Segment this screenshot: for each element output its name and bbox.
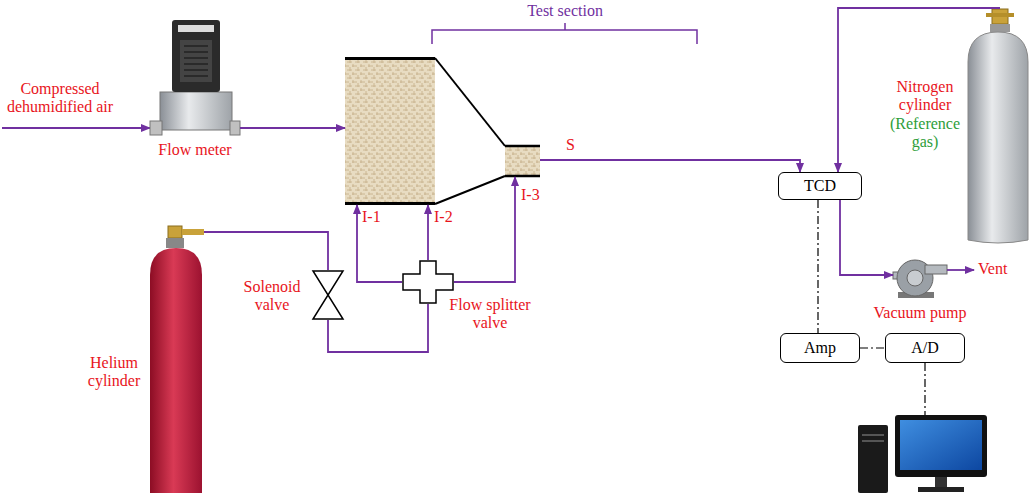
label-group: Test section xyxy=(505,2,625,20)
node-label: (Reference gas) xyxy=(886,115,964,152)
node-label: Amp xyxy=(804,339,836,357)
flow-splitter-symbol xyxy=(403,261,453,303)
node-label: Helium cylinder xyxy=(82,354,146,391)
flow-line xyxy=(204,232,328,270)
inlet-label: Compressed dehumidified air xyxy=(4,80,116,117)
flow-line xyxy=(357,205,402,282)
flow-line xyxy=(817,200,818,333)
outlet-label: Vent xyxy=(978,260,1030,278)
label-group: Vacuum pump xyxy=(865,304,975,322)
node-label: A/D xyxy=(911,339,939,357)
port-label: I-2 xyxy=(434,208,453,226)
nitrogen-cylinder: Nitrogen cylinder(Reference gas) xyxy=(966,8,1028,245)
test-section-bracket xyxy=(432,23,697,44)
node-label: Flow splitter valve xyxy=(445,296,535,333)
flow-meter: Flow meter xyxy=(150,18,240,132)
node-label: TCD xyxy=(804,177,836,195)
label-group: Flow meter xyxy=(130,141,260,159)
helium-cylinder-symbol xyxy=(150,226,204,493)
node-label: Nitrogen cylinder xyxy=(886,78,964,115)
detector-box: TCD xyxy=(778,172,862,200)
flow-meter-symbol xyxy=(150,20,240,135)
label-group: Helium cylinder xyxy=(82,354,146,391)
computer-symbol xyxy=(858,415,987,493)
amplifier-box: Amp xyxy=(780,333,860,363)
node-label: Flow meter xyxy=(130,141,260,159)
flow-line xyxy=(540,160,800,172)
test-section-symbol xyxy=(345,57,540,205)
node-label: Test section xyxy=(505,2,625,20)
vacuum-pump: Vacuum pump xyxy=(893,252,947,298)
vacuum-pump-symbol xyxy=(893,260,947,298)
nitrogen-cylinder-symbol xyxy=(968,9,1028,243)
solenoid-valve-symbol xyxy=(313,271,343,319)
signal-line xyxy=(924,363,925,415)
flow-line xyxy=(328,304,428,352)
node-label: Solenoid valve xyxy=(236,278,308,315)
solenoid-valve: Solenoid valve xyxy=(312,270,344,320)
flow-line xyxy=(860,347,885,348)
flow-line xyxy=(240,127,345,129)
flow-line xyxy=(838,8,1000,172)
flow-line xyxy=(427,205,429,260)
flow-splitter-valve: Flow splitter valve xyxy=(402,260,454,304)
flow-line xyxy=(840,200,893,275)
label-group: Nitrogen cylinder(Reference gas) xyxy=(886,78,964,152)
vent-line xyxy=(947,269,974,271)
port-label: S xyxy=(566,136,575,154)
air-inlet-line xyxy=(2,127,150,129)
flow-line xyxy=(454,177,515,282)
port-label: I-3 xyxy=(521,186,540,204)
label-group: Flow splitter valve xyxy=(445,296,535,333)
port-label: I-1 xyxy=(362,208,381,226)
node-label: Vacuum pump xyxy=(865,304,975,322)
label-group: Solenoid valve xyxy=(236,278,308,315)
converter-box: A/D xyxy=(885,333,965,363)
test-section: Test section xyxy=(345,57,540,205)
helium-cylinder: Helium cylinder xyxy=(148,226,204,497)
